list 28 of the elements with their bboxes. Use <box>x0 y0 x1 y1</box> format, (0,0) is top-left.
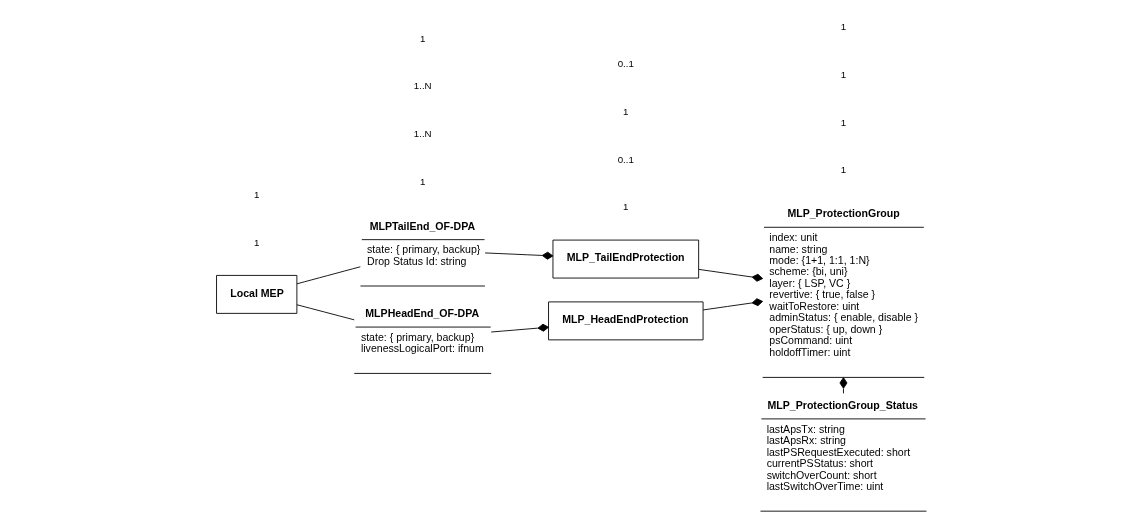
label: 1 <box>622 105 629 117</box>
label: 1 <box>622 201 629 213</box>
node-box: MLP_TailEndProtection <box>552 239 699 279</box>
node-text: MLP_ProtectionGroup_Status lastApsTx: string lastApsRx: string lastPSRequestExecuted: short currentPSStatus: short switchOverCount: short lastSwitchOverTime: uint <box>766 398 918 493</box>
node-text: MLP_ProtectionGroup index: unit name: string mode: {1+1, 1:1, 1:N} scheme: {bi, uni} layer: { LSP, VC } revertive: { true, false } waitToRestore: uint adminStatus: { enable, disable } operStatus: { up, down } psCommand: uint holdoffTimer: uint <box>768 207 918 358</box>
label: 1 <box>840 116 846 128</box>
label: 1 <box>419 175 425 187</box>
label: 1 <box>253 188 259 200</box>
connector <box>484 251 553 260</box>
label: 1..N <box>413 128 432 140</box>
connector <box>296 266 361 285</box>
label: 0..1 <box>617 153 634 165</box>
node-box: Local MEP <box>215 274 297 314</box>
label: 0..1 <box>617 58 634 70</box>
connector <box>697 268 763 282</box>
connector <box>490 323 549 333</box>
label: 1 <box>840 68 846 80</box>
label: 1 <box>840 164 846 176</box>
label: 1..N <box>413 80 432 92</box>
node-text: MLPTailEnd_OF-DPA state: { primary, backup} Drop Status Id: string <box>366 219 480 267</box>
label: 1 <box>840 21 846 33</box>
connector <box>296 304 355 321</box>
connector <box>839 377 847 394</box>
node-box: MLP_HeadEndProtection <box>547 301 703 341</box>
node-text: MLPHeadEnd_OF-DPA state: { primary, backup} livenessLogicalPort: ifnum <box>360 307 484 355</box>
label: 1 <box>253 236 259 248</box>
connector <box>702 298 763 311</box>
label: 1 <box>419 32 425 44</box>
